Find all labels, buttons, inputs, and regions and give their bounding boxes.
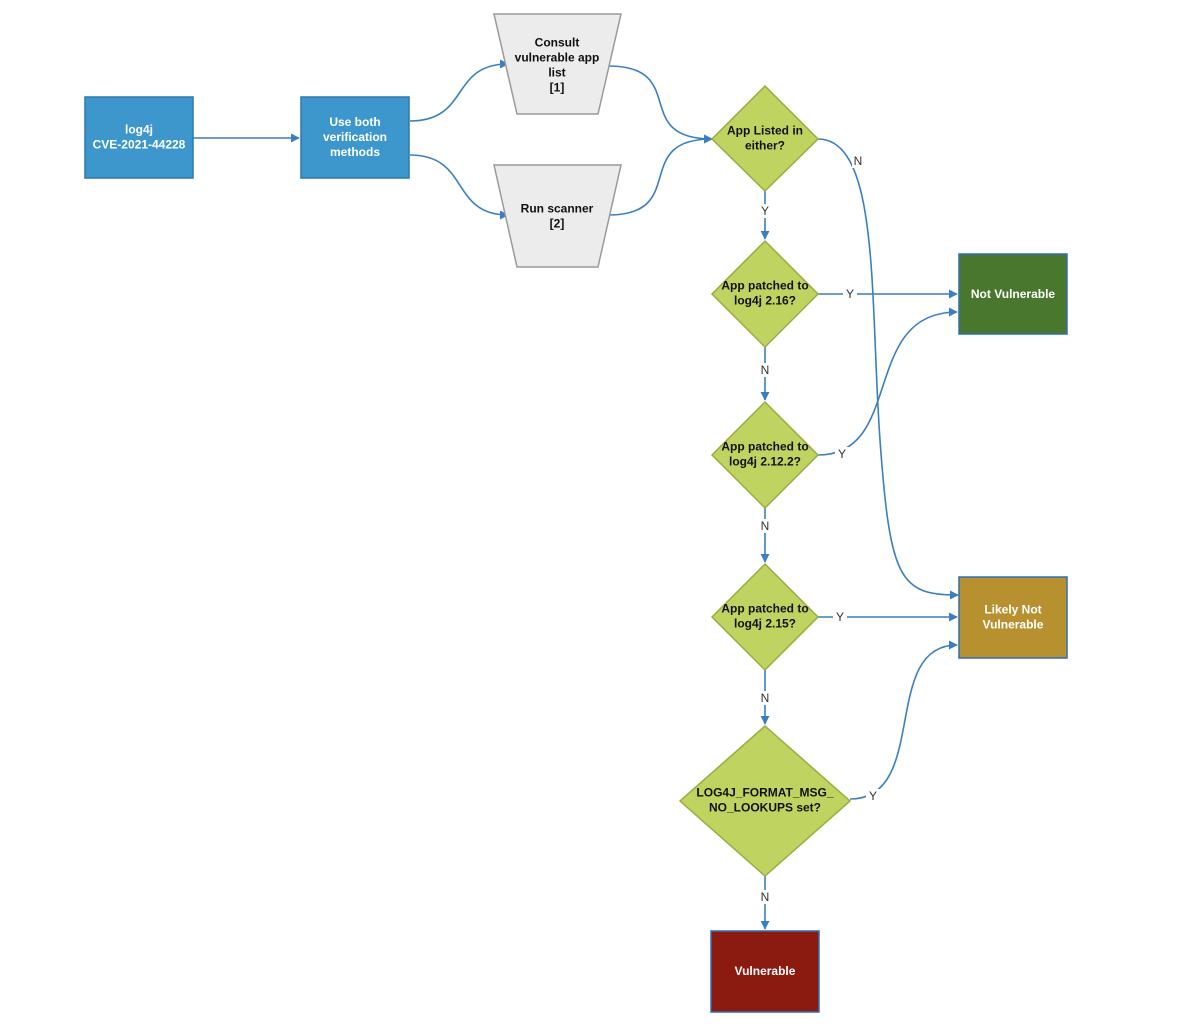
patched-2122-decision (710, 400, 820, 510)
patched-216-decision (710, 239, 820, 349)
node-text-line: Not Vulnerable (971, 287, 1056, 301)
edge-label-patched-215-yes: Y (836, 610, 844, 624)
edge-label-listed-yes: Y (761, 204, 769, 218)
edge-label-patched-215-no: N (761, 691, 770, 705)
node-text-line: vulnerable app (515, 51, 600, 65)
edge-label-patched-216-no: N (761, 363, 770, 377)
node-text-line: log4j 2.15? (734, 617, 796, 631)
node-text-line: Run scanner (521, 202, 594, 216)
edge-format-msg-to-likely-not (849, 640, 958, 800)
edge-label-patched-2122-no: N (761, 519, 770, 533)
node-text-line: LOG4J_FORMAT_MSG_ (696, 786, 833, 800)
node-text-line: Use both (329, 115, 380, 129)
node-text-line: Consult (535, 36, 580, 50)
edge-label-patched-216-yes: Y (846, 287, 854, 301)
format-msg-label: LOG4J_FORMAT_MSG_NO_LOOKUPS set? (696, 786, 833, 815)
node-text-line: log4j (125, 123, 153, 137)
edge-label-patched-2122-yes: Y (838, 447, 846, 461)
edge-scanner-to-listed (607, 134, 713, 216)
node-text-line: Vulnerable (735, 964, 796, 978)
node-text-line: list (548, 66, 565, 80)
run-scanner-label: Run scanner[2] (521, 202, 594, 231)
patched-215-decision (710, 562, 820, 672)
format-msg-decision (678, 724, 852, 878)
vulnerable-node (710, 930, 820, 1013)
node-text-line: [1] (550, 81, 565, 95)
use-both-methods-node (300, 96, 410, 179)
consult-list-node (493, 13, 622, 115)
node-text-line: log4j 2.12.2? (729, 455, 801, 469)
node-text-line: verification (323, 130, 387, 144)
log4j-node (84, 96, 194, 179)
run-scanner-node (493, 164, 622, 268)
node-text-line: Vulnerable (983, 618, 1044, 632)
node-text-line: App patched to (721, 279, 808, 293)
node-text-line: App patched to (721, 440, 808, 454)
edge-patched-2122-to-not-vulnerable (817, 307, 958, 456)
node-text-line: either? (745, 139, 785, 153)
edge-use-both-to-scanner (409, 154, 509, 220)
node-text-line: NO_LOOKUPS set? (709, 801, 821, 815)
edge-label-listed-no: N (854, 154, 863, 168)
node-text-line: [2] (550, 217, 565, 231)
app-listed-decision (710, 84, 820, 193)
edge-label-format-msg-no: N (761, 890, 770, 904)
node-text-line: methods (330, 145, 380, 159)
edge-listed-to-likely-not (817, 138, 959, 600)
node-text-line: App patched to (721, 602, 808, 616)
node-text-line: App Listed in (727, 124, 803, 138)
edge-label-format-msg-yes: Y (869, 789, 877, 803)
not-vulnerable-node (958, 253, 1068, 335)
edge-consult-to-listed (607, 65, 713, 144)
node-text-line: CVE-2021-44228 (93, 138, 186, 152)
edge-labels: Y N Y N Y N Y N Y N (759, 154, 880, 904)
vulnerable-label: Vulnerable (735, 964, 796, 978)
likely-not-vulnerable-node (958, 576, 1068, 659)
not-vulnerable-label: Not Vulnerable (971, 287, 1056, 301)
node-text-line: log4j 2.16? (734, 294, 796, 308)
edge-use-both-to-consult (409, 59, 509, 122)
node-text-line: Likely Not (984, 603, 1041, 617)
